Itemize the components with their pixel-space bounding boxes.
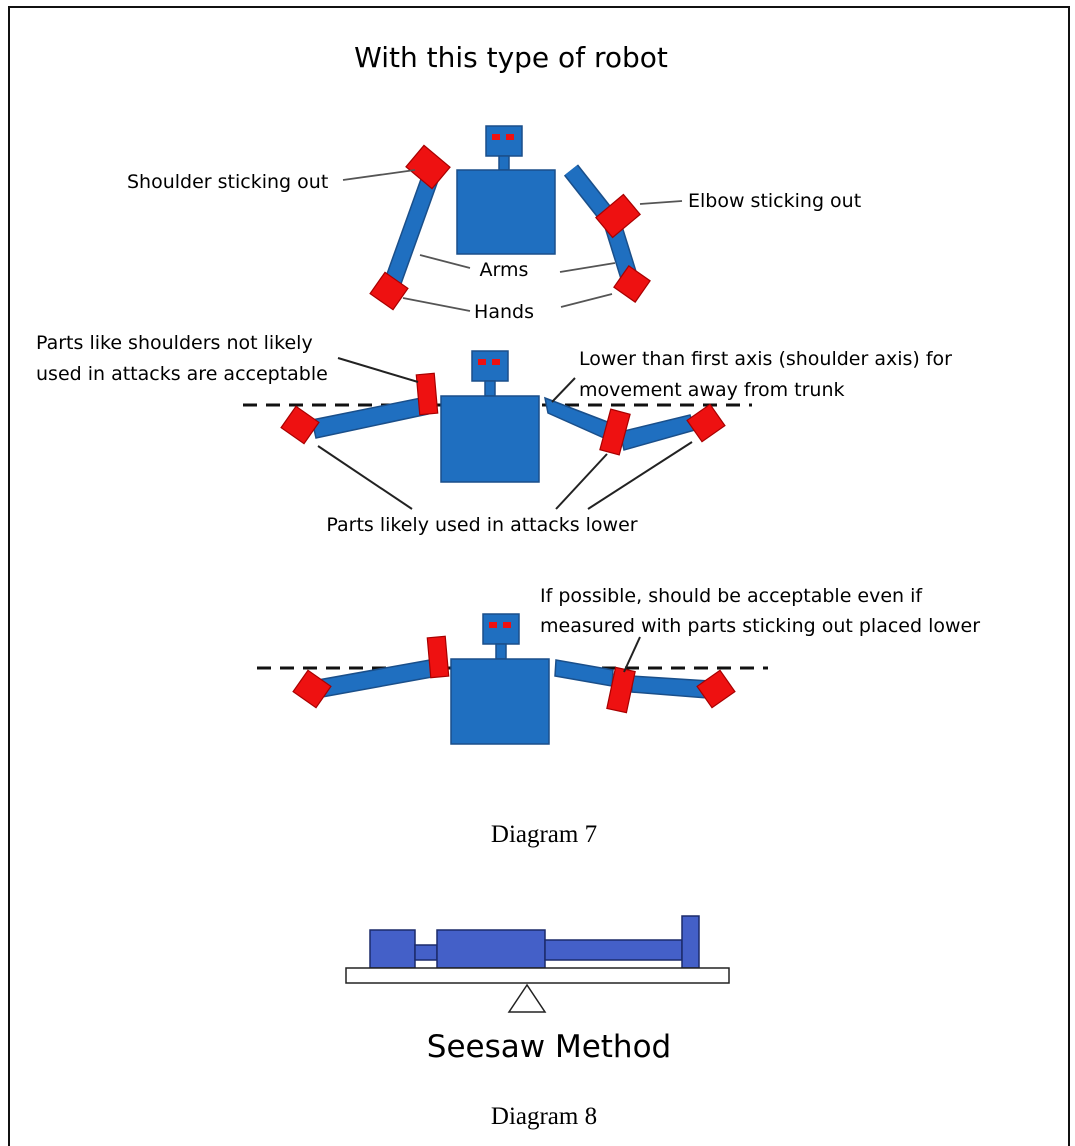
robot-3-right-hand [696,669,736,709]
seesaw-bar [544,939,683,961]
robot-2-left-hand [280,405,320,445]
robot-3-neck [495,643,507,660]
label-arms: Arms [480,259,529,281]
label-if-possible-1: If possible, should be acceptable even i… [540,585,923,607]
robot-3-body [450,658,550,745]
label-elbow-sticking-out: Elbow sticking out [688,190,861,212]
label-if-possible-2: measured with parts sticking out placed … [540,615,980,637]
robot-2 [280,350,726,483]
leader-elbow [639,200,683,205]
label-lower-axis-1: Lower than first axis (shoulder axis) fo… [579,348,952,370]
leader-shoulders-acceptable [337,357,419,383]
robot-1 [369,125,651,311]
robot-3-left-shoulder [426,635,450,679]
robot-2-right-forearm [619,414,696,451]
seesaw-fulcrum-icon [507,983,547,1013]
robot-3 [292,613,736,745]
seesaw-illustration [345,915,730,1013]
leader-lower-axis [551,377,576,403]
robot-1-left-arm [382,167,441,293]
robot-1-right-elbow [595,193,641,239]
seesaw-end-post [681,915,700,969]
label-parts-attacks-lower: Parts likely used in attacks lower [326,514,637,536]
page-title: With this type of robot [354,41,668,74]
robot-2-right-elbow [599,408,631,456]
leader-hands-right [560,293,613,308]
robot-1-body [456,169,556,255]
robot-1-right-hand [613,265,651,303]
seesaw-board [345,967,730,984]
robot-2-head [471,350,509,382]
robot-2-neck [484,380,496,397]
robot-1-neck [498,155,510,171]
robot-1-eye-left [492,134,500,140]
robot-2-left-arm [311,396,429,439]
leader-attacks-right-hand [587,441,693,510]
robot-2-eye-left [478,359,486,365]
robot-1-left-shoulder [405,144,451,190]
robot-2-body [440,395,540,483]
leader-arms-right [559,262,616,273]
robot-2-left-shoulder [415,372,439,416]
robot-3-head [482,613,520,645]
page-frame [8,6,1070,1146]
leader-if-possible [623,636,641,673]
seesaw-connector [414,944,438,961]
robot-3-left-arm [317,659,433,698]
caption-diagram-8: Diagram 8 [491,1103,597,1130]
leader-arms-left [419,254,471,269]
leader-hands-left [402,297,471,312]
seesaw-block-center [436,929,546,969]
robot-2-eye-right [492,359,500,365]
robot-1-eye-right [506,134,514,140]
label-hands: Hands [474,301,534,323]
label-lower-axis-2: movement away from trunk [579,379,845,401]
leader-attacks-left-hand [317,445,413,510]
robot-3-right-upper-arm [554,659,614,687]
label-shoulders-acceptable-1: Parts like shoulders not likely [36,332,313,354]
leader-shoulder [342,169,416,181]
robot-3-left-hand [292,669,332,709]
robot-2-right-hand [686,403,726,443]
label-shoulder-sticking-out: Shoulder sticking out [127,171,328,193]
seesaw-block-left [369,929,416,969]
caption-diagram-7: Diagram 7 [491,821,597,848]
robot-3-eye-left [489,622,497,628]
robot-3-eye-right [503,622,511,628]
robot-1-left-hand [369,271,409,311]
label-shoulders-acceptable-2: used in attacks are acceptable [36,363,328,385]
seesaw-method-title: Seesaw Method [427,1029,671,1065]
robot-1-head [485,125,523,157]
leader-attacks-right-elbow [555,453,608,510]
